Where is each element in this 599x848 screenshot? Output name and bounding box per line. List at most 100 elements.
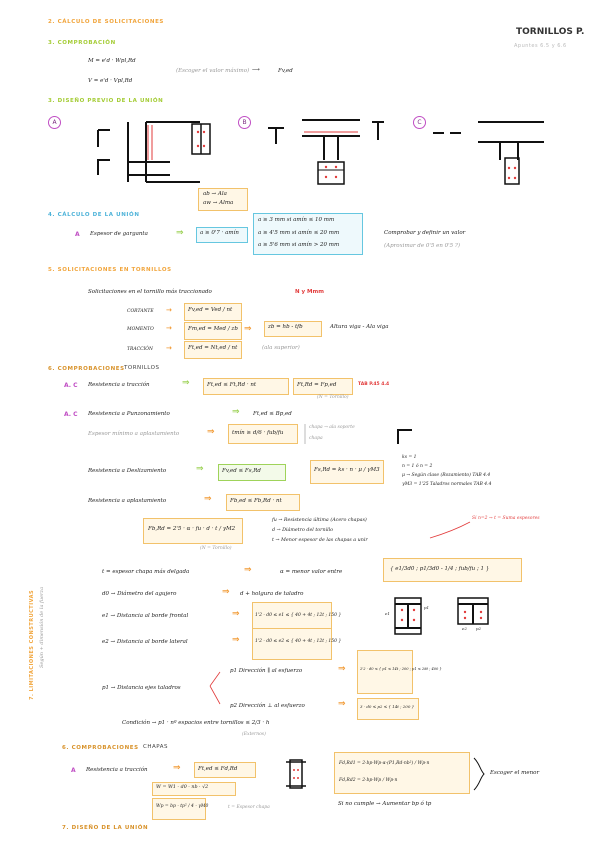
chapa-traccion-label: Resistencia a tracción <box>86 767 148 773</box>
arrow-icon: → <box>166 306 172 314</box>
deslizamiento-param-4: γM3 = 1'25 Taladros normales TAB 4.4 <box>402 482 492 487</box>
e2-formula: 1'2 · d0 ≤ e2 ≤ { 40 + 4t ; 12t ; 150 } <box>255 639 342 644</box>
punz-chapa-2: chapa <box>309 436 323 441</box>
section-heading-comp-chapas: 6. COMPROBACIONES <box>62 745 139 751</box>
e2-label: e2 → Distancia al borde lateral <box>102 639 188 645</box>
throat-rule-3: a ≥ 5'6 mm si amín > 20 mm <box>258 242 340 248</box>
d0-label: d0 → Diámetro del agujero <box>102 591 177 597</box>
fv-formula: Fv,ed = Ved / nt <box>188 307 233 313</box>
punz-sub: Espesor mínimo a aplastamiento <box>88 431 180 437</box>
alpha-label: α = menor valor entre <box>280 569 343 575</box>
fbrd-def-3: t → Menor espesor de las chapas a unir <box>272 538 368 543</box>
option-a-circle: A <box>48 116 61 129</box>
page-subtitle: Apuntes 6.5 y 6.6 <box>514 43 567 49</box>
section-heading-comp-tornillos-sub: TORNILLOS <box>124 365 160 371</box>
p-perp-formula: 3 · d0 ≤ p2 ≤ { 14t ; 200 } <box>360 704 415 709</box>
deslizamiento-formula: Fv,ed ≤ Fs,Rd <box>222 468 261 474</box>
arrow-icon: ⇒ <box>196 464 204 474</box>
section-heading-comp-chapas-sub: CHAPAS <box>143 744 168 750</box>
weld-legend-web: aw → Alma <box>203 200 234 206</box>
weld-legend-box <box>198 188 248 211</box>
throat-rule-2: a ≥ 4'5 mm si amín ≤ 20 mm <box>258 230 340 236</box>
page-title: TORNILLOS P. <box>516 27 585 37</box>
calc-round-note: (Aproximar de 0'5 en 0'5 ?) <box>384 243 460 249</box>
fbrd-note: (N = Tornillo) <box>200 546 232 551</box>
section-heading-solicitaciones: 2. CÁLCULO DE SOLICITACIONES <box>48 19 164 25</box>
section-heading-comprobacion: 3. COMPROBACIÓN <box>48 40 116 46</box>
row-traccion: TRACCIÓN <box>127 347 153 352</box>
chapa-traccion-formula: Ft,ed ≤ Fd,Rd <box>198 766 238 772</box>
t-line: t = espesor chapa más delgada <box>102 569 190 575</box>
solic-intro-red: N y Mmm <box>295 289 324 295</box>
check-letter-1: A. C <box>64 382 78 389</box>
p-perp-box <box>357 698 419 720</box>
zb-note: Altura viga - Ala viga <box>330 324 389 330</box>
row-momento: MOMENTO <box>127 327 154 332</box>
fig-label-p1: p1 <box>424 605 430 610</box>
throat-box <box>196 227 248 243</box>
aplastamiento-box <box>226 494 300 511</box>
fd-choose: Escoger el menor <box>490 770 540 776</box>
traccion-box <box>203 378 289 395</box>
fig-label-e2: e2 <box>462 626 467 631</box>
ala-superior-note: (ala superior) <box>262 345 300 351</box>
punz-label: Resistencia a Punzonamiento <box>88 411 170 417</box>
comp-result: Fv,ed <box>278 68 293 74</box>
p-parallel-box <box>357 650 413 694</box>
traccion-label: Resistencia a tracción <box>88 382 150 388</box>
e1-formula: 1'2 · d0 ≤ e1 ≤ { 40 + 4t ; 12t ; 150 } <box>255 613 342 618</box>
fbrd-def-1: fu → Resistencia última (Acero chapas) <box>272 518 367 523</box>
traccion-table: TAB P.45 4.4 <box>358 382 390 387</box>
traccion-formula: Ft,ed ≤ Ft,Rd · nt <box>207 382 257 388</box>
fig-label-e1: e1 <box>385 611 390 616</box>
p-parallel-formula: 2'2 · d0 ≤ { p1 ≤ 14t ; 200 ; p1 ≤ 28t ;… <box>360 667 442 671</box>
w-box <box>152 782 236 796</box>
throat-formula: a ≥ 0'7 · amín <box>200 230 239 236</box>
fbrd-def-2: d → Diámetro del tornillo <box>272 528 334 533</box>
fig-label-p2: p2 <box>476 626 482 631</box>
arrow-icon: ⇒ <box>222 587 230 597</box>
arrow-icon: ⇒ <box>204 494 212 504</box>
deslizamiento-box <box>218 464 286 481</box>
traccion-res: Ft,Rd = Fp,ed <box>297 382 337 388</box>
arrow-icon: → <box>166 344 172 352</box>
aplastamiento-formula: Fb,ed ≤ Fb,Rd · nt <box>230 498 282 504</box>
weld-legend-flange: ab → Ala <box>203 191 227 197</box>
cond-note: (Externos) <box>242 732 266 737</box>
arrow-icon: ⇒ <box>244 324 252 334</box>
p-label: p1 → Distancia ejes taladros <box>102 685 181 691</box>
deslizamiento-param-1: ks = 1 <box>402 455 417 460</box>
arrow-icon: ⇒ <box>338 699 346 709</box>
traccion-note: (N = Tornillo) <box>317 395 349 400</box>
p-parallel: p1 Dirección ∥ al esfuerzo <box>230 668 303 674</box>
calc-throat-text: Espesor de garganta <box>90 231 148 237</box>
moment-equation: M = e'd · Wpl,Rd <box>88 58 136 64</box>
punz-formula: tmín ≥ d/6 · fub/fu <box>232 430 284 436</box>
deslizamiento-param-3: μ → Según clase (Rozamiento) TAB 4.4 <box>402 473 491 478</box>
punz-box <box>228 424 298 444</box>
check-letter-2: A. C <box>64 411 78 418</box>
e2-box <box>252 628 332 660</box>
section-heading-solic-tornillos: 5. SOLICITACIONES EN TORNILLOS <box>48 267 172 273</box>
fd-formula-2: Fd,Rd2 = 2·bp·Wp / Wp·n <box>339 778 398 783</box>
p-perp: p2 Dirección ⊥ al esfuerzo <box>230 703 305 709</box>
deslizamiento-res-box <box>310 460 384 484</box>
alpha-box <box>383 558 522 582</box>
fbrd-box <box>143 518 243 544</box>
wp-box <box>152 798 206 820</box>
throat-rule-1: a ≥ 3 mm si amín ≤ 10 mm <box>258 217 335 223</box>
calc-check-text: Comprobar y definir un valor <box>384 230 466 236</box>
fm-formula: Fm,ed = Med / zb <box>188 326 238 332</box>
option-c-circle: C <box>413 116 426 129</box>
arrow-icon: ⇒ <box>182 378 190 388</box>
option-b-circle: B <box>238 116 251 129</box>
arrow-icon: ⇒ <box>207 427 215 437</box>
e1-label: e1 → Distancia al borde frontal <box>102 613 189 619</box>
arrow-icon: ⇒ <box>244 565 252 575</box>
ft-formula: Ft,ed = Nt,ed / nt <box>188 345 238 351</box>
deslizamiento-param-2: n = 1 ó n = 2 <box>402 464 433 469</box>
chapa-traccion-box <box>194 762 256 778</box>
arrow-icon: ⇒ <box>232 407 240 417</box>
